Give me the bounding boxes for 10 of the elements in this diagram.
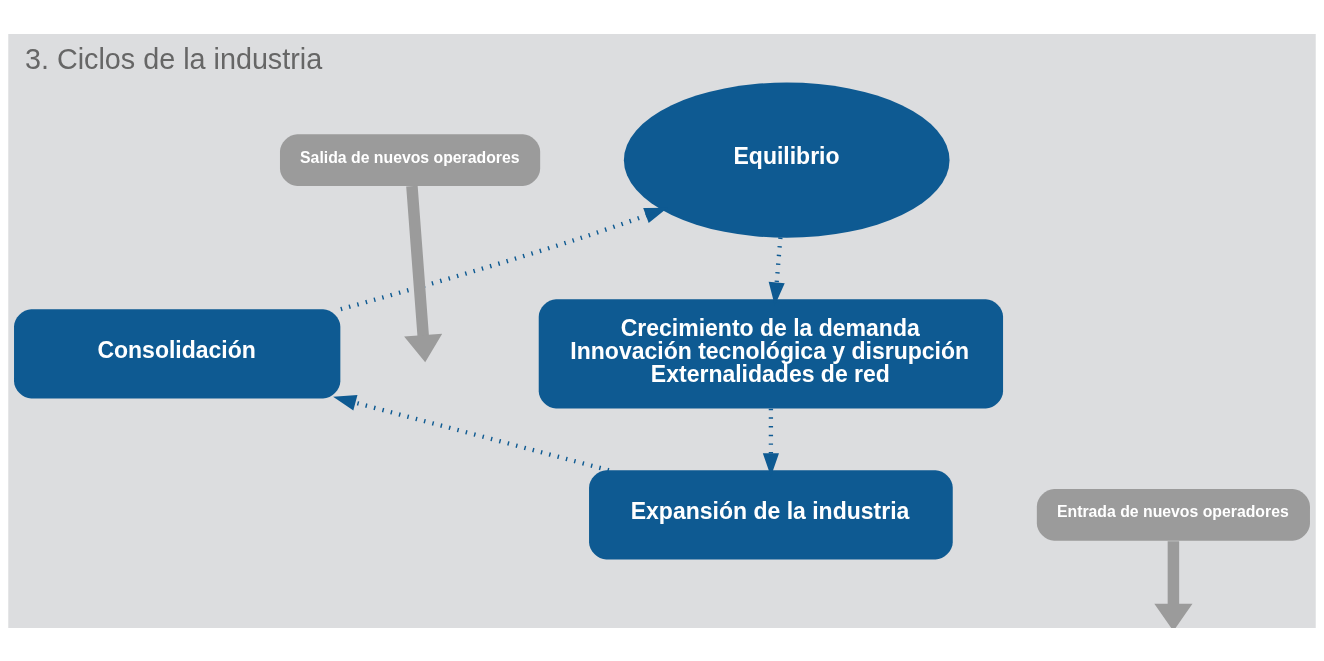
node-box: Entrada de nuevos operadores <box>1036 488 1310 541</box>
node-ellipse: Equilibrio <box>623 82 950 238</box>
diagram-title: 3. Ciclos de la industria <box>24 42 323 74</box>
node-box: Crecimiento de la demanda Innovación tecnológica y disrupción Externalidades de red <box>538 298 1004 408</box>
arrow <box>1154 540 1193 628</box>
arrow <box>333 394 610 472</box>
node-box: Expansión de la industria <box>589 469 953 559</box>
arrow <box>404 185 443 362</box>
node-box: Consolidación <box>14 308 341 398</box>
node-box: Salida de nuevos operadores <box>279 133 541 186</box>
